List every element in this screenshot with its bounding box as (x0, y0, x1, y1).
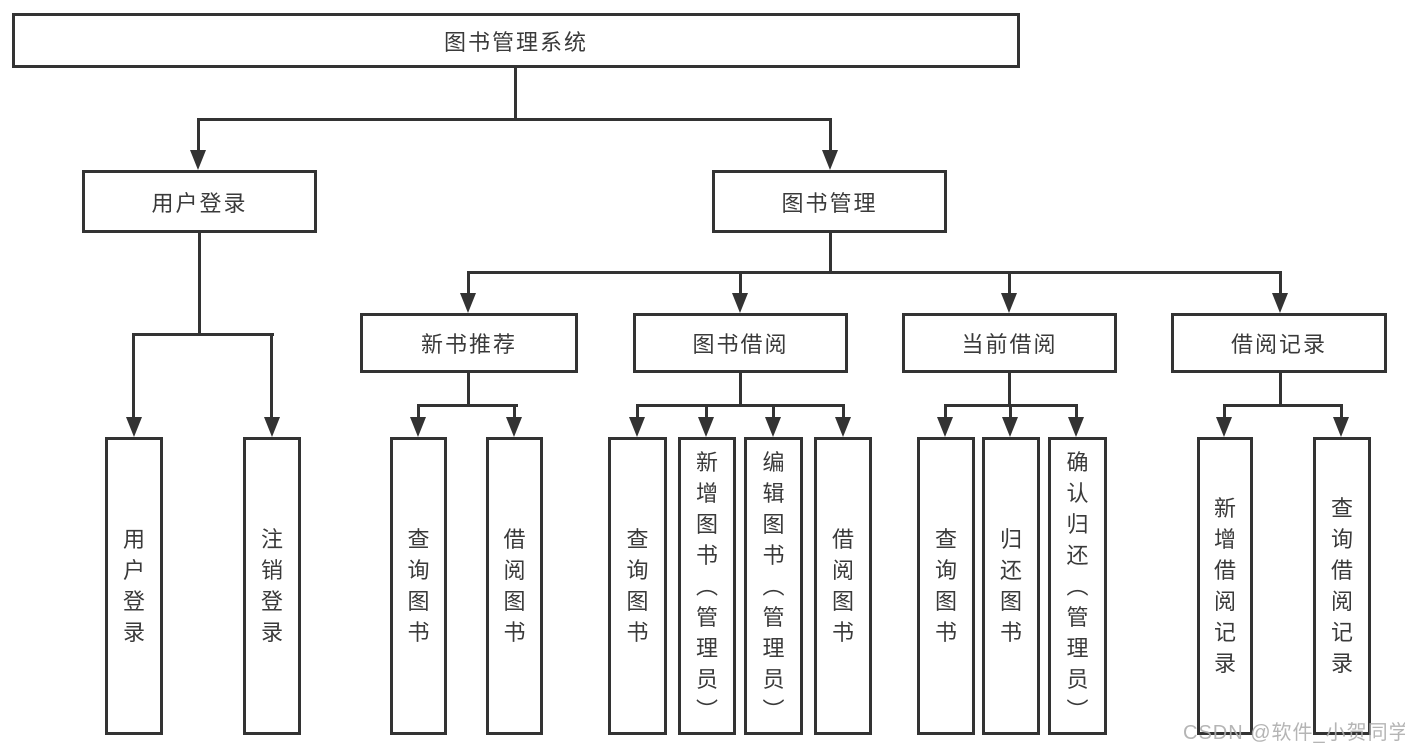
node-new-book-recommend: 新书推荐 (360, 313, 578, 373)
arrow-down-icon (126, 417, 142, 437)
connector-line (1008, 373, 1011, 407)
leaf-edit-books-admin-label: 编 辑 图 书 ︵ 管 理 员 ︶ (762, 449, 785, 723)
connector-line (514, 68, 517, 121)
leaf-add-books-admin: 新 增 图 书 ︵ 管 理 员 ︶ (678, 437, 736, 735)
node-user-login-label: 用户登录 (151, 190, 248, 216)
connector-line (1009, 404, 1012, 420)
connector-line (1075, 404, 1078, 420)
arrow-down-icon (1002, 417, 1018, 437)
arrow-down-icon (1068, 417, 1084, 437)
arrow-down-icon (822, 150, 838, 170)
arrow-down-icon (1272, 293, 1288, 313)
arrow-down-icon (765, 417, 781, 437)
connector-line (842, 404, 845, 420)
leaf-user-login: 用 户 登 录 (105, 437, 163, 735)
leaf-confirm-return-admin: 确 认 归 还 ︵ 管 理 员 ︶ (1048, 437, 1107, 735)
connector-line (829, 118, 832, 153)
node-borrowing-records-label: 借阅记录 (1230, 332, 1327, 357)
leaf-query-books-recommend: 查 询 图 书 (390, 437, 447, 735)
leaf-return-books-label: 归 还 图 书 (999, 527, 1022, 645)
arrow-down-icon (937, 417, 953, 437)
arrow-down-icon (835, 417, 851, 437)
connector-line (132, 333, 135, 420)
connector-line (513, 404, 516, 420)
arrow-down-icon (506, 417, 522, 437)
node-current-borrowing: 当前借阅 (902, 313, 1117, 373)
connector-line (197, 118, 200, 153)
connector-line (739, 271, 742, 297)
node-book-borrowing-label: 图书借阅 (692, 332, 789, 357)
connector-line (197, 118, 832, 121)
node-borrowing-records: 借阅记录 (1171, 313, 1387, 373)
node-user-login: 用户登录 (82, 170, 317, 233)
node-book-management-label: 图书管理 (781, 190, 878, 216)
arrow-down-icon (1333, 417, 1349, 437)
node-new-book-recommend-label: 新书推荐 (420, 332, 517, 357)
arrow-down-icon (1001, 293, 1017, 313)
node-root-label: 图书管理系统 (443, 29, 588, 55)
leaf-query-books-borrowing-label: 查 询 图 书 (626, 527, 649, 645)
arrow-down-icon (698, 417, 714, 437)
node-current-borrowing-label: 当前借阅 (961, 332, 1058, 357)
arrow-down-icon (264, 417, 280, 437)
connector-line (1279, 373, 1282, 407)
arrow-down-icon (460, 293, 476, 313)
leaf-logout: 注 销 登 录 (243, 437, 301, 735)
leaf-borrow-books-recommend: 借 阅 图 书 (486, 437, 543, 735)
connector-line (772, 404, 775, 420)
connector-line (1340, 404, 1343, 420)
connector-line (1223, 404, 1343, 407)
leaf-edit-books-admin: 编 辑 图 书 ︵ 管 理 员 ︶ (744, 437, 803, 735)
connector-line (829, 233, 832, 274)
connector-line (132, 333, 274, 336)
leaf-add-borrow-record-label: 新 增 借 阅 记 录 (1213, 496, 1236, 676)
connector-line (636, 404, 845, 407)
connector-line (944, 404, 947, 420)
connector-line (467, 373, 470, 407)
arrow-down-icon (190, 150, 206, 170)
leaf-borrow-books-recommend-label: 借 阅 图 书 (503, 527, 526, 645)
connector-line (739, 373, 742, 407)
connector-line (1223, 404, 1226, 420)
connector-line (467, 271, 1282, 274)
connector-line (705, 404, 708, 420)
connector-line (636, 404, 639, 420)
arrow-down-icon (732, 293, 748, 313)
node-root: 图书管理系统 (12, 13, 1020, 68)
leaf-user-login-label: 用 户 登 录 (122, 527, 145, 645)
arrow-down-icon (410, 417, 426, 437)
leaf-borrow-books-borrowing: 借 阅 图 书 (814, 437, 872, 735)
leaf-query-books-current: 查 询 图 书 (917, 437, 975, 735)
leaf-add-books-admin-label: 新 增 图 书 ︵ 管 理 员 ︶ (695, 449, 718, 723)
connector-line (1279, 271, 1282, 297)
leaf-return-books: 归 还 图 书 (982, 437, 1040, 735)
connector-line (417, 404, 518, 407)
leaf-add-borrow-record: 新 增 借 阅 记 录 (1197, 437, 1253, 735)
connector-line (198, 233, 201, 336)
leaf-confirm-return-admin-label: 确 认 归 还 ︵ 管 理 员 ︶ (1066, 449, 1089, 723)
connector-line (417, 404, 420, 420)
arrow-down-icon (629, 417, 645, 437)
leaf-logout-label: 注 销 登 录 (260, 527, 283, 645)
node-book-borrowing: 图书借阅 (633, 313, 848, 373)
leaf-query-borrow-record-label: 查 询 借 阅 记 录 (1330, 496, 1353, 676)
leaf-query-books-recommend-label: 查 询 图 书 (407, 527, 430, 645)
leaf-query-books-current-label: 查 询 图 书 (934, 527, 957, 645)
connector-line (270, 333, 273, 420)
leaf-query-borrow-record: 查 询 借 阅 记 录 (1313, 437, 1371, 735)
leaf-borrow-books-borrowing-label: 借 阅 图 书 (831, 527, 854, 645)
node-book-management: 图书管理 (712, 170, 947, 233)
csdn-watermark: CSDN @软件_小贺同学 (1183, 722, 1405, 744)
arrow-down-icon (1216, 417, 1232, 437)
connector-line (1008, 271, 1011, 297)
leaf-query-books-borrowing: 查 询 图 书 (608, 437, 667, 735)
connector-line (467, 271, 470, 297)
